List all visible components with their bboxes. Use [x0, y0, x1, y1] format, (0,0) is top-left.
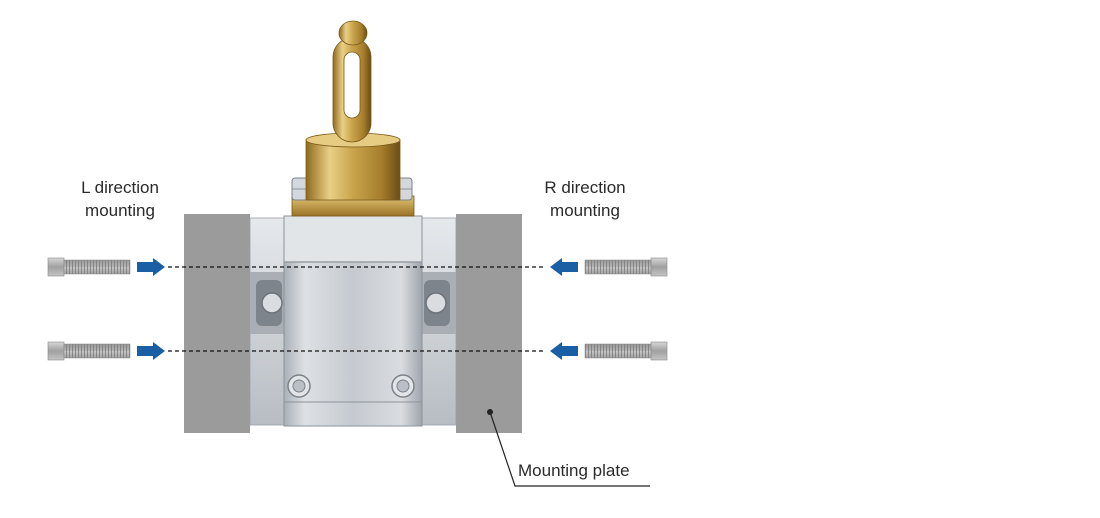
mounting-plate-left: [184, 214, 250, 433]
rail-left: [249, 217, 285, 426]
hex-bolt-icon: [47, 257, 131, 277]
l-direction-label: L direction mounting: [81, 178, 159, 220]
hex-bolt-icon: [584, 341, 668, 361]
arrow-left-icon: [550, 258, 578, 276]
arrow-right-icon: [137, 342, 165, 360]
mounting-plate-leader: [487, 409, 650, 487]
front-screw-left-icon: [287, 374, 311, 398]
r-direction-label: R direction mounting: [544, 178, 626, 220]
mounting-plate-label: Mounting plate: [518, 461, 630, 480]
front-screw-right-icon: [391, 374, 415, 398]
rail-right: [421, 217, 457, 426]
mounting-plate-right: [456, 214, 522, 433]
hex-bolt-icon: [47, 341, 131, 361]
hex-bolt-icon: [584, 257, 668, 277]
arrow-left-icon: [550, 342, 578, 360]
brass-actuator: [291, 20, 415, 217]
arrow-right-icon: [137, 258, 165, 276]
